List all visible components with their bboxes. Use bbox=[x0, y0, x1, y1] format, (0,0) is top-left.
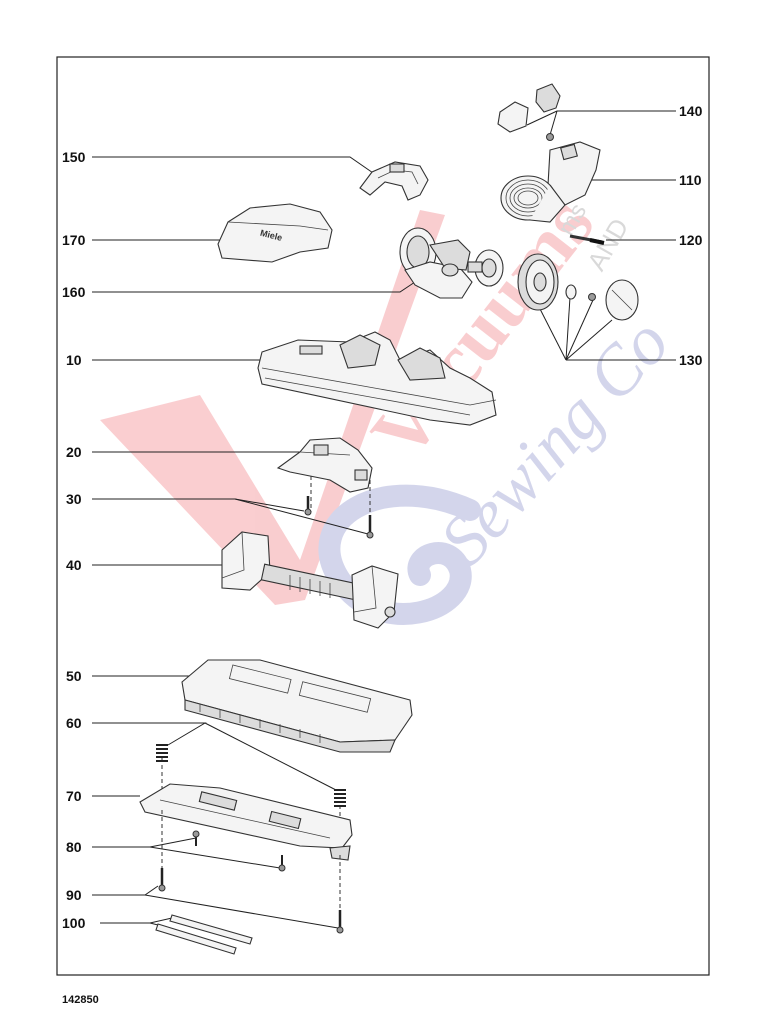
part-90-long-screws[interactable] bbox=[158, 810, 344, 934]
callout-140[interactable]: 140 bbox=[679, 103, 703, 119]
part-150-top-cover-clip[interactable] bbox=[359, 161, 429, 201]
part-20-support-bracket[interactable] bbox=[276, 437, 373, 493]
leader-lines bbox=[92, 110, 676, 929]
part-110-hose-connector[interactable] bbox=[500, 141, 601, 223]
callout-80[interactable]: 80 bbox=[66, 839, 82, 855]
part-10-base-housing[interactable] bbox=[257, 331, 497, 426]
diagram-code: 142850 bbox=[62, 994, 99, 1006]
part-140-clips[interactable] bbox=[497, 83, 561, 141]
callout-170[interactable]: 170 bbox=[62, 232, 86, 248]
part-40-axle-assembly[interactable] bbox=[221, 531, 399, 629]
callout-150[interactable]: 150 bbox=[62, 149, 86, 165]
callout-labels: 150 170 160 10 20 30 40 50 60 70 80 90 1… bbox=[62, 103, 703, 931]
callout-50[interactable]: 50 bbox=[66, 668, 82, 684]
callout-100[interactable]: 100 bbox=[62, 915, 86, 931]
part-130-wheel-set[interactable] bbox=[517, 253, 639, 321]
watermark-v-shape bbox=[100, 210, 445, 605]
callout-20[interactable]: 20 bbox=[66, 444, 82, 460]
callout-30[interactable]: 30 bbox=[66, 491, 82, 507]
diagram-frame bbox=[56, 56, 710, 976]
callout-90[interactable]: 90 bbox=[66, 887, 82, 903]
callout-40[interactable]: 40 bbox=[66, 557, 82, 573]
callout-70[interactable]: 70 bbox=[66, 788, 82, 804]
callout-10[interactable]: 10 bbox=[66, 352, 82, 368]
callout-130[interactable]: 130 bbox=[679, 352, 703, 368]
part-30-screws[interactable] bbox=[304, 476, 374, 539]
part-100-strips[interactable] bbox=[155, 914, 253, 955]
part-170-top-cover[interactable]: Miele bbox=[217, 203, 333, 263]
part-160-motor-housing[interactable] bbox=[399, 227, 504, 299]
part-80-screws[interactable] bbox=[192, 830, 286, 872]
callout-120[interactable]: 120 bbox=[679, 232, 703, 248]
part-120-pin[interactable] bbox=[569, 234, 605, 245]
part-50-sole-plate[interactable] bbox=[181, 659, 413, 753]
callout-110[interactable]: 110 bbox=[679, 172, 702, 188]
callout-60[interactable]: 60 bbox=[66, 715, 82, 731]
part-70-bottom-plate[interactable] bbox=[139, 783, 353, 861]
callout-160[interactable]: 160 bbox=[62, 284, 86, 300]
